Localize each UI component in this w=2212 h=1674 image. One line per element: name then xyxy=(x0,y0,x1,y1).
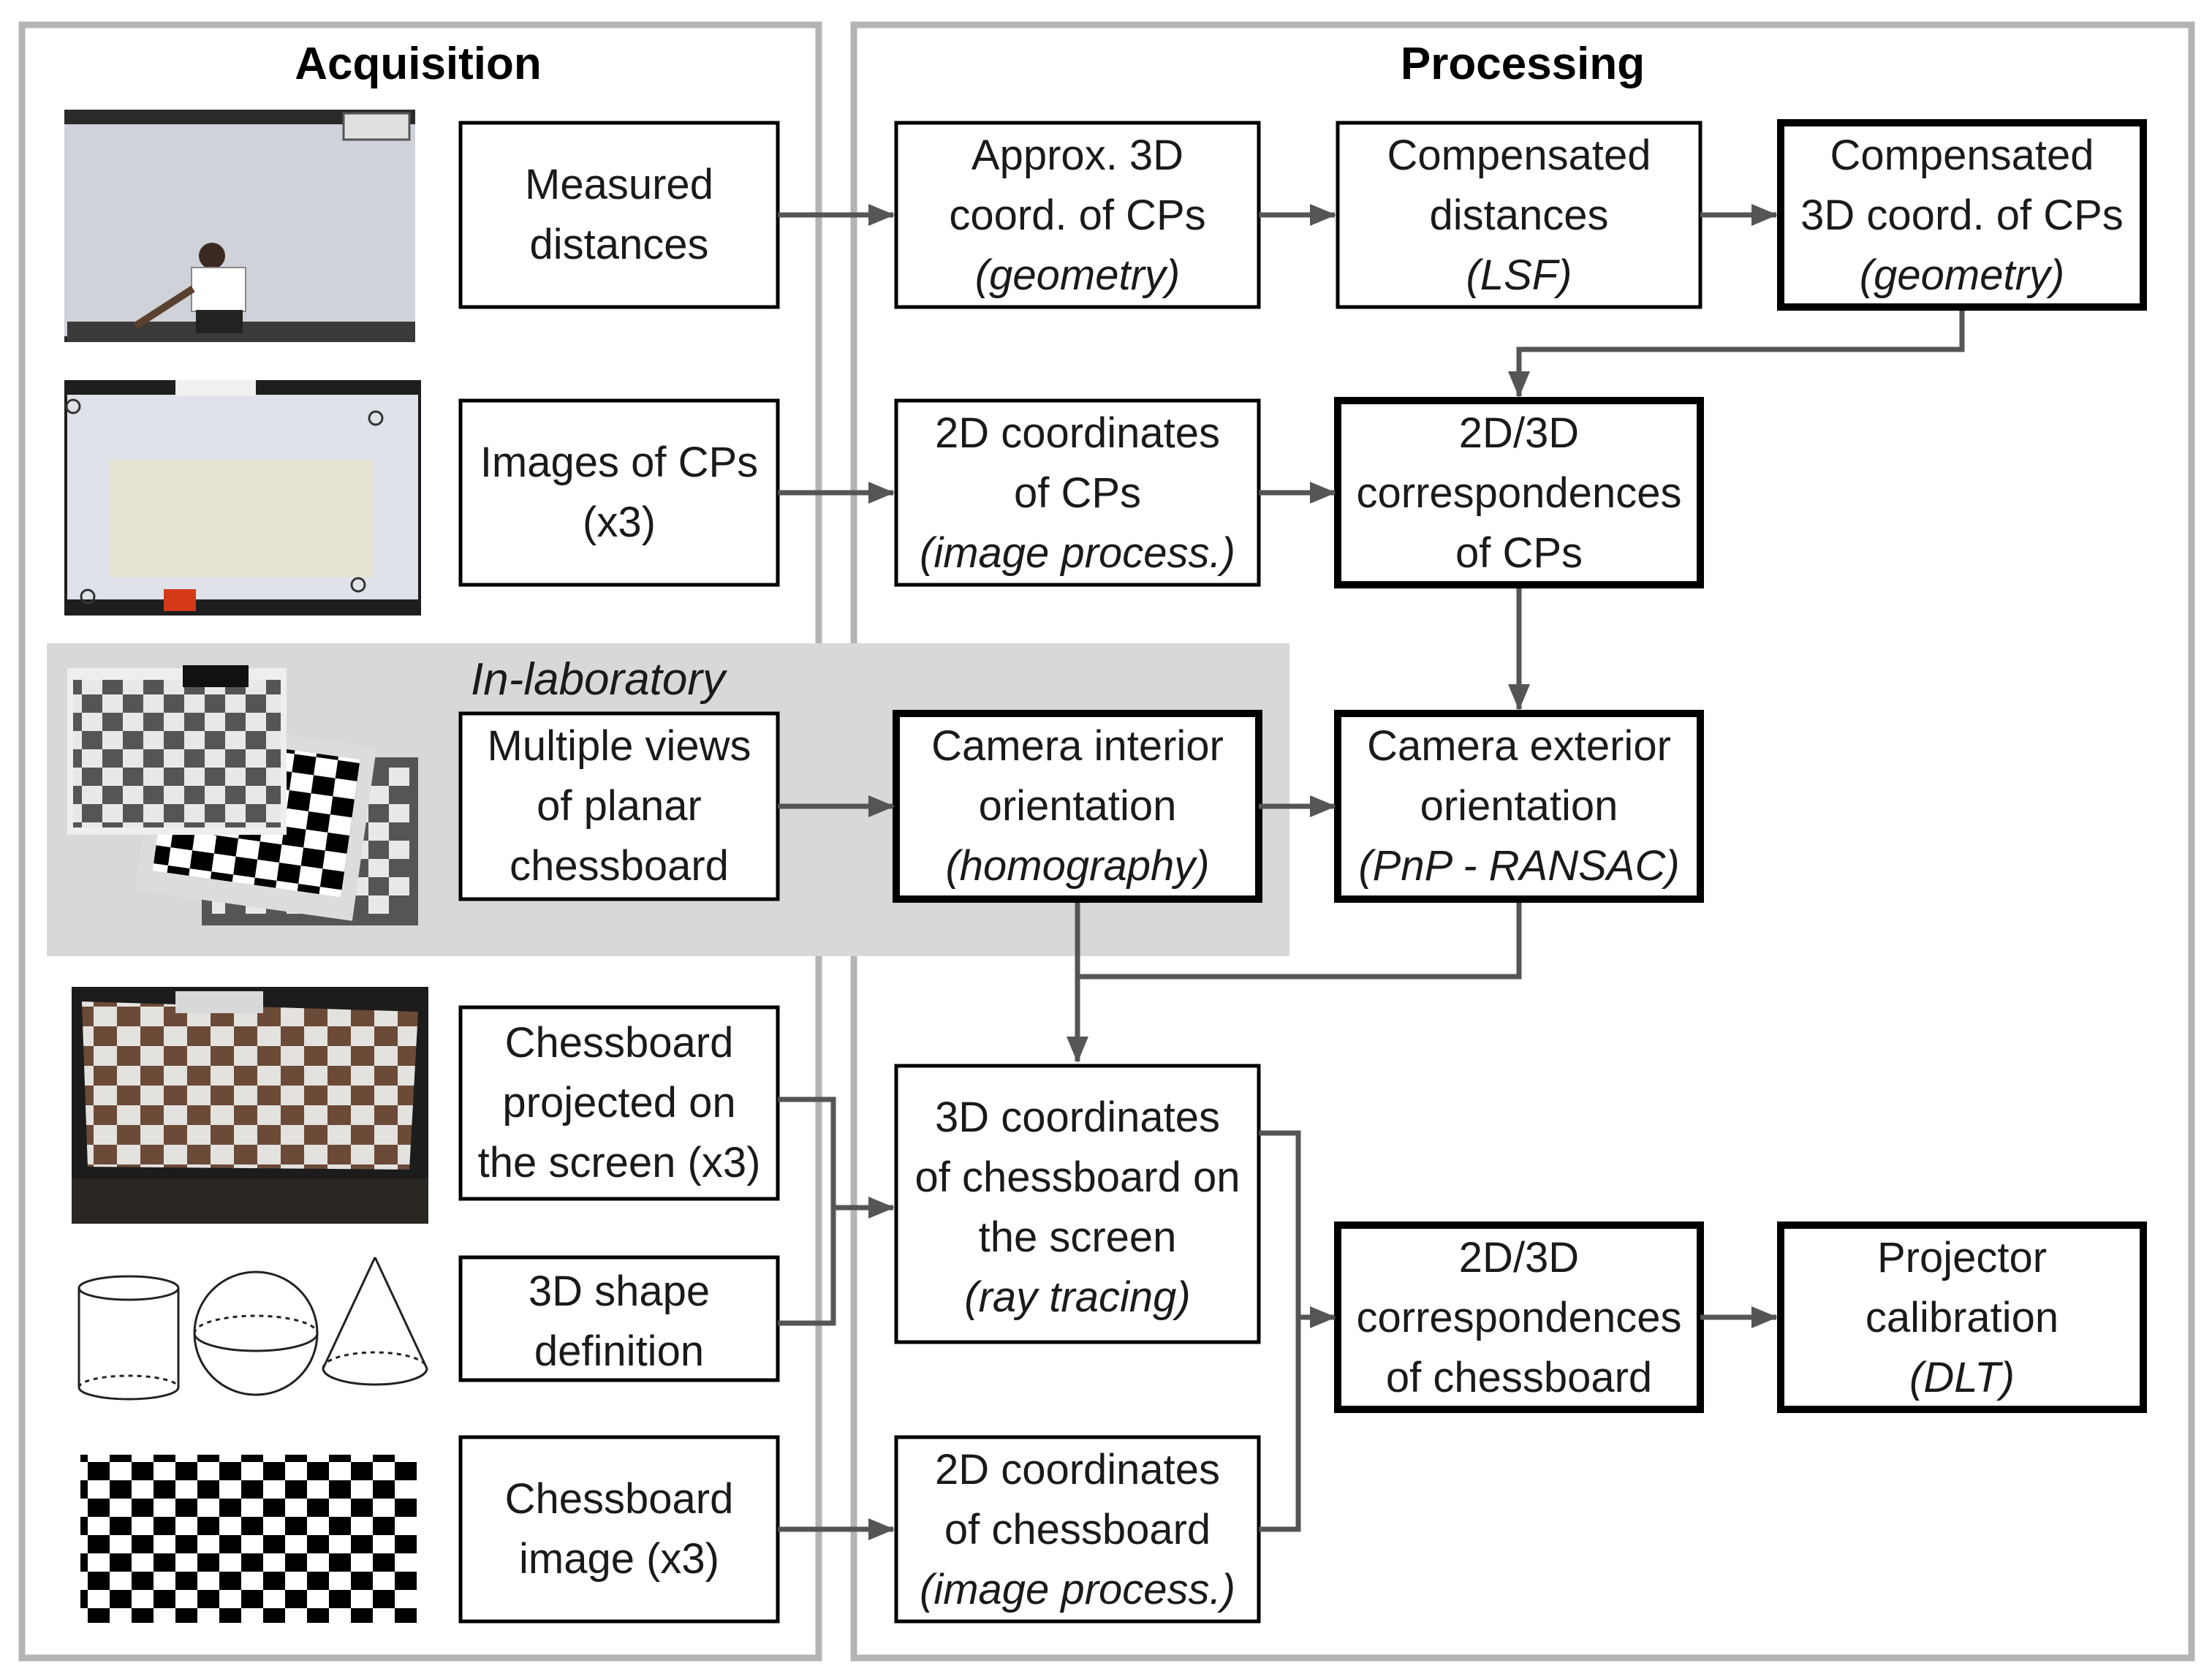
processing-title: Processing xyxy=(1401,39,1645,89)
correspondences-chessboard-line-1: 2D/3D xyxy=(1459,1234,1579,1281)
arrow-exterior-to-3d-chessboard xyxy=(1077,903,1522,980)
arrow-compensated-3d-to-correspondences-cps xyxy=(1508,311,1965,398)
images-of-cps-line-2: (x3) xyxy=(583,499,656,546)
chessboard-image-line-2: image (x3) xyxy=(519,1535,719,1583)
chessboard-projected-line-1: Chessboard xyxy=(505,1019,734,1067)
in-laboratory-label: In-laboratory xyxy=(471,654,728,705)
measured-distances-box: Measured distances xyxy=(458,121,780,309)
chessboard-projected-line-2: projected on xyxy=(502,1079,735,1126)
compensated-distances-line-1: Compensated xyxy=(1387,132,1651,179)
shape-sphere-icon xyxy=(193,1270,319,1396)
correspondences-cps-box: 2D/3D correspondences of CPs xyxy=(1334,397,1704,588)
photo-screen-control-points xyxy=(64,380,421,616)
photo-chessboard-projected xyxy=(72,987,428,1224)
multiple-views-line-2: of planar xyxy=(537,782,702,830)
camera-exterior-method: (PnP - RANSAC) xyxy=(1358,842,1679,890)
correspondences-chessboard-line-2: correspondences xyxy=(1357,1294,1682,1341)
camera-exterior-line-1: Camera exterior xyxy=(1367,722,1671,770)
multiple-views-line-3: chessboard xyxy=(510,842,729,890)
projector-calibration-line-2: calibration xyxy=(1866,1294,2058,1341)
coords-3d-chessboard-line-2: of chessboard on xyxy=(915,1154,1241,1201)
coords-2d-chessboard-line-1: 2D coordinates xyxy=(935,1446,1220,1493)
coords-2d-cps-method: (image process.) xyxy=(920,529,1235,577)
shape-definition-line-2: definition xyxy=(534,1328,704,1375)
correspondences-cps-line-3: of CPs xyxy=(1455,529,1583,577)
shape-cone-icon xyxy=(322,1257,428,1386)
camera-interior-method: (homography) xyxy=(945,842,1209,890)
projector-calibration-box: Projector calibration (DLT) xyxy=(1777,1222,2147,1413)
compensated-distances-method: (LSF) xyxy=(1466,251,1572,299)
measured-distances-line-2: distances xyxy=(529,221,708,268)
correspondences-chessboard-box: 2D/3D correspondences of chessboard xyxy=(1334,1222,1704,1413)
coords-2d-cps-line-1: 2D coordinates xyxy=(935,409,1220,457)
correspondences-cps-line-2: correspondences xyxy=(1357,469,1682,517)
coords-3d-chessboard-method: (ray tracing) xyxy=(964,1273,1190,1321)
chessboard-image-thumbnail xyxy=(80,1455,417,1623)
measured-distances-line-1: Measured xyxy=(525,161,713,208)
arrow-3d-chessboard-to-correspondences xyxy=(1259,1130,1301,1317)
camera-exterior-line-2: orientation xyxy=(1420,782,1618,830)
camera-interior-line-2: orientation xyxy=(979,782,1177,830)
arrow-2d-chessboard-to-correspondences xyxy=(1259,1306,1336,1532)
multiple-views-box: Multiple views of planar chessboard xyxy=(458,711,780,901)
coords-2d-cps-line-2: of CPs xyxy=(1014,469,1141,517)
multiple-views-line-1: Multiple views xyxy=(488,722,751,770)
compensated-3d-coords-box: Compensated 3D coord. of CPs (geometry) xyxy=(1777,119,2147,311)
arrow-shape-to-3d-chessboard xyxy=(778,1197,895,1326)
coords-2d-chessboard-line-2: of chessboard xyxy=(944,1506,1211,1553)
coords-2d-chessboard-box: 2D coordinates of chessboard (image proc… xyxy=(894,1435,1261,1624)
shape-cylinder-icon xyxy=(77,1275,180,1401)
compensated-3d-line-2: 3D coord. of CPs xyxy=(1800,192,2124,239)
coords-2d-cps-box: 2D coordinates of CPs (image process.) xyxy=(894,398,1261,587)
approx-3d-method: (geometry) xyxy=(975,251,1180,299)
chessboard-projected-box: Chessboard projected on the screen (x3) xyxy=(458,1005,780,1201)
connectors xyxy=(778,204,1965,1540)
shape-definition-box: 3D shape definition xyxy=(458,1255,780,1382)
compensated-3d-line-1: Compensated xyxy=(1830,132,2094,179)
coords-2d-chessboard-method: (image process.) xyxy=(920,1566,1235,1613)
camera-interior-box: Camera interior orientation (homography) xyxy=(893,710,1262,903)
photo-planar-chessboard-views xyxy=(67,665,418,925)
compensated-distances-box: Compensated distances (LSF) xyxy=(1336,121,1702,309)
chessboard-projected-line-3: the screen (x3) xyxy=(478,1139,761,1186)
photo-measuring-screen xyxy=(64,110,415,342)
compensated-distances-line-2: distances xyxy=(1429,192,1608,239)
camera-exterior-box: Camera exterior orientation (PnP - RANSA… xyxy=(1334,710,1704,903)
projector-calibration-line-1: Projector xyxy=(1877,1234,2047,1281)
approx-3d-coords-box: Approx. 3D coord. of CPs (geometry) xyxy=(894,121,1261,309)
chessboard-image-box: Chessboard image (x3) xyxy=(458,1435,780,1624)
coords-3d-chessboard-line-3: the screen xyxy=(979,1213,1177,1261)
projector-calibration-method: (DLT) xyxy=(1909,1354,2015,1401)
coords-3d-chessboard-line-1: 3D coordinates xyxy=(935,1094,1220,1141)
approx-3d-line-1: Approx. 3D xyxy=(971,132,1183,179)
arrow-projected-to-3d-chessboard xyxy=(778,1097,836,1208)
images-of-cps-line-1: Images of CPs xyxy=(480,439,758,486)
coords-3d-chessboard-box: 3D coordinates of chessboard on the scre… xyxy=(894,1064,1261,1344)
approx-3d-line-2: coord. of CPs xyxy=(949,192,1205,239)
camera-interior-line-1: Camera interior xyxy=(931,722,1224,770)
chessboard-image-line-1: Chessboard xyxy=(505,1475,734,1523)
correspondences-chessboard-line-3: of chessboard xyxy=(1386,1354,1652,1401)
acquisition-title: Acquisition xyxy=(295,39,542,89)
images-of-cps-box: Images of CPs (x3) xyxy=(458,398,780,587)
correspondences-cps-line-1: 2D/3D xyxy=(1459,409,1579,457)
compensated-3d-method: (geometry) xyxy=(1860,251,2064,299)
shape-definition-line-1: 3D shape xyxy=(529,1268,710,1315)
